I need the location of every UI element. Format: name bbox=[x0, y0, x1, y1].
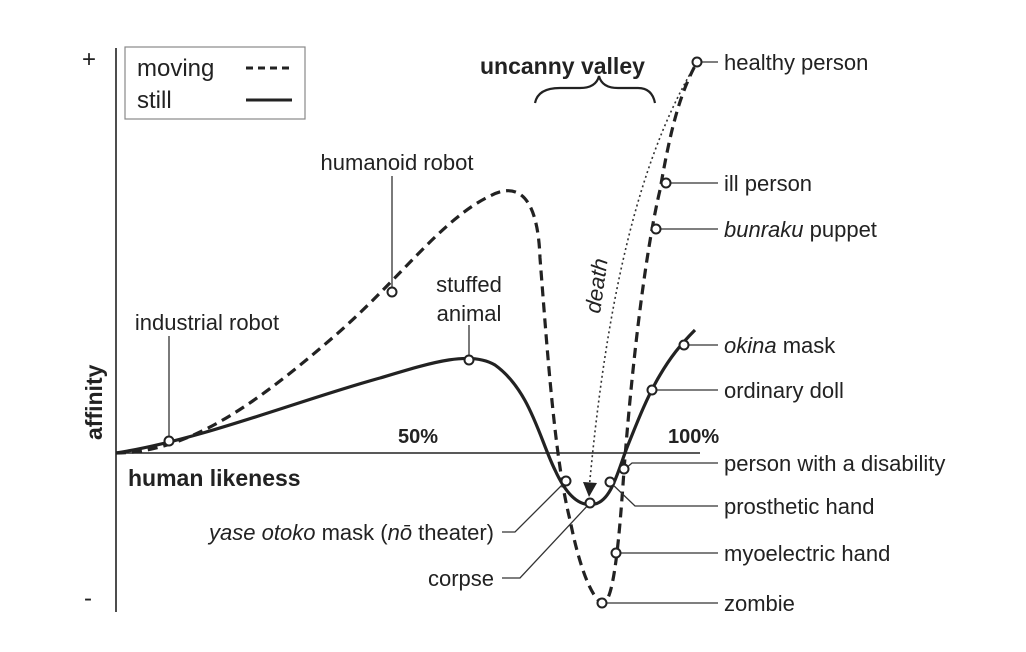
label-myoelectric: myoelectric hand bbox=[724, 541, 890, 566]
leader-corpse bbox=[502, 502, 591, 579]
x-tick-50: 50% bbox=[398, 426, 438, 448]
marker-humanoid-robot bbox=[386, 286, 398, 298]
label-zombie: zombie bbox=[724, 591, 795, 616]
marker-stuffed-animal bbox=[463, 354, 475, 366]
legend-label-moving: moving bbox=[137, 55, 214, 82]
label-ordinary-doll: ordinary doll bbox=[724, 378, 844, 403]
x-axis-label: human likeness bbox=[128, 465, 301, 491]
label-stuffed: stuffed bbox=[436, 272, 502, 297]
label-animal: animal bbox=[437, 301, 502, 326]
label-okina-rest: mask bbox=[777, 333, 837, 358]
label-yase-otoko-italic: yase otoko bbox=[207, 520, 315, 545]
y-axis-label: affinity bbox=[81, 364, 107, 440]
legend-box bbox=[124, 46, 306, 120]
marker-corpse bbox=[584, 497, 596, 509]
death-arrowhead bbox=[583, 482, 597, 497]
still-curve bbox=[115, 328, 697, 507]
label-bunraku-italic: bunraku bbox=[724, 217, 804, 242]
label-corpse: corpse bbox=[428, 566, 494, 591]
death-arrow bbox=[588, 61, 698, 491]
marker-prosthetic bbox=[604, 476, 616, 488]
uncanny-valley-brace bbox=[533, 75, 657, 104]
label-humanoid-robot: humanoid robot bbox=[321, 150, 474, 175]
marker-myoelectric bbox=[610, 547, 622, 559]
label-ill-person: ill person bbox=[724, 171, 812, 196]
death-label: death bbox=[580, 257, 612, 315]
label-yase-otoko: yase otoko mask (nō theater) bbox=[207, 520, 494, 545]
label-bunraku: bunraku puppet bbox=[724, 217, 877, 242]
leader-prosthetic bbox=[609, 481, 718, 507]
marker-zombie bbox=[596, 597, 608, 609]
marker-ill-person bbox=[660, 177, 672, 189]
marker-bunraku bbox=[650, 223, 662, 235]
label-yase-otoko-mid: mask ( bbox=[315, 520, 388, 545]
y-tick-plus: + bbox=[82, 46, 96, 73]
leader-yase-otoko bbox=[502, 480, 567, 533]
x-tick-100: 100% bbox=[668, 426, 719, 448]
label-disability: person with a disability bbox=[724, 451, 945, 476]
legend: moving still bbox=[124, 46, 306, 120]
label-prosthetic: prosthetic hand bbox=[724, 494, 874, 519]
label-healthy-person: healthy person bbox=[724, 50, 868, 75]
marker-yase-otoko bbox=[560, 475, 572, 487]
label-bunraku-rest: puppet bbox=[804, 217, 877, 242]
marker-okina bbox=[678, 339, 690, 351]
legend-label-still: still bbox=[137, 87, 172, 114]
label-okina: okina mask bbox=[724, 333, 836, 358]
label-okina-italic: okina bbox=[724, 333, 777, 358]
marker-healthy-person bbox=[691, 56, 703, 68]
marker-ordinary-doll bbox=[646, 384, 658, 396]
label-industrial-robot: industrial robot bbox=[135, 310, 279, 335]
y-tick-minus: - bbox=[84, 585, 92, 612]
marker-disability bbox=[618, 463, 630, 475]
label-yase-otoko-no: nō bbox=[388, 520, 412, 545]
marker-industrial-robot bbox=[163, 435, 175, 447]
leader-disability bbox=[624, 462, 718, 470]
uncanny-valley-label: uncanny valley bbox=[480, 53, 645, 79]
label-yase-otoko-end: theater) bbox=[412, 520, 494, 545]
